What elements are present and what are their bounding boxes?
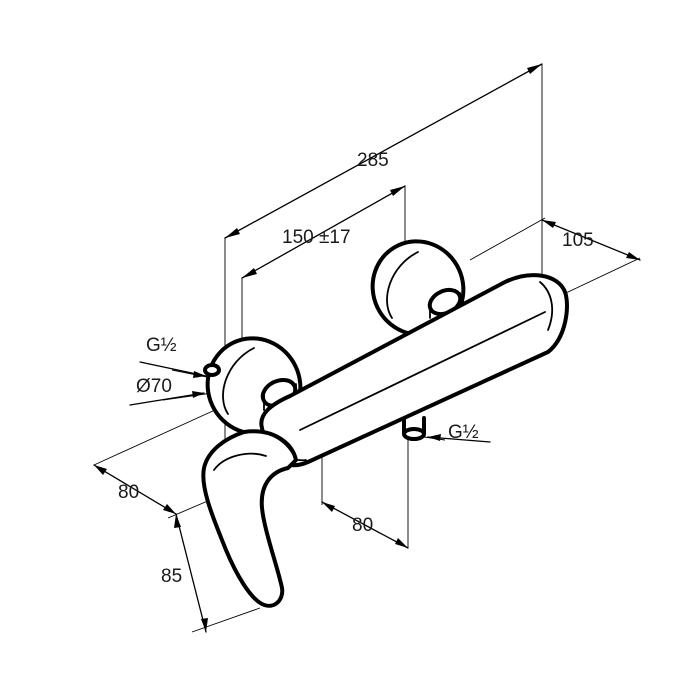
inlet-thread-label: G½ [146, 335, 177, 356]
total-length-label: 285 [357, 150, 389, 171]
rosette-diameter-label: Ø70 [136, 376, 172, 397]
outlet-offset-label: 80 [352, 515, 373, 536]
dimension-labels: 285 150 ±17 105 G½ Ø70 G½ 80 80 85 [118, 150, 594, 587]
handle-offset-label: 80 [118, 482, 139, 503]
handle-height-label: 85 [161, 566, 182, 587]
center-distance-label: 150 ±17 [282, 227, 351, 248]
depth-label: 105 [562, 230, 594, 251]
lever-handle [201, 429, 298, 608]
outlet-thread-label: G½ [448, 422, 479, 443]
dimension-lines [93, 63, 641, 633]
outlet [402, 416, 426, 441]
